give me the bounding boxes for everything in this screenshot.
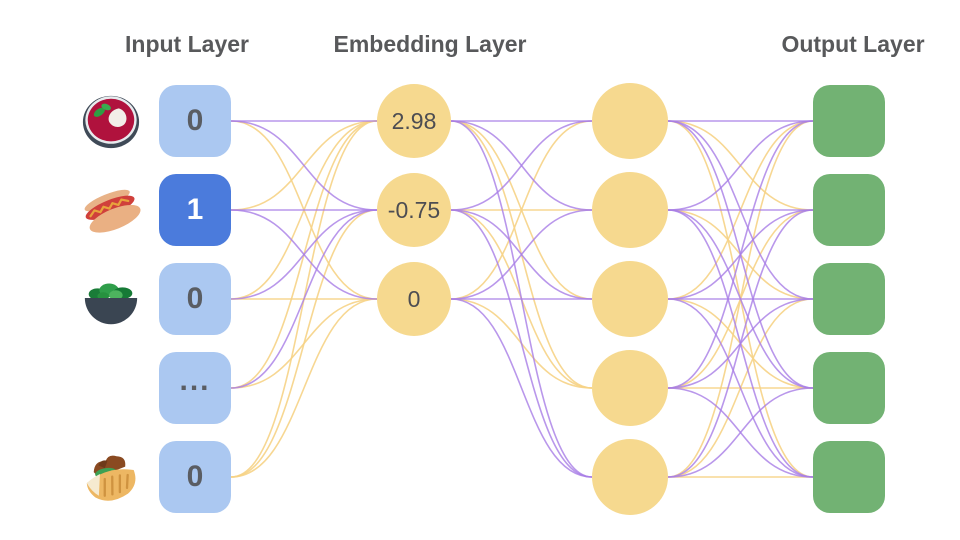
stuffed-flatbread-icon xyxy=(80,446,142,508)
borscht-icon xyxy=(80,90,142,152)
hidden-node-4 xyxy=(592,350,668,426)
input-node-ellipsis: ... xyxy=(159,352,231,424)
embedding-node-value: -0.75 xyxy=(387,196,441,223)
output-layer-title: Output Layer xyxy=(781,31,925,57)
edge xyxy=(450,120,593,300)
edge xyxy=(667,387,814,478)
embedding-node-value: 2.98 xyxy=(391,107,437,134)
input-node-stuffed-flatbread: 0 xyxy=(159,441,231,513)
output-node-3 xyxy=(813,263,885,335)
input-node-salad: 0 xyxy=(159,263,231,335)
output-node-2 xyxy=(813,174,885,246)
edge xyxy=(230,209,378,300)
embedding-node-2: -0.75 xyxy=(377,173,451,247)
edge xyxy=(450,209,593,300)
input-node-value: ... xyxy=(179,364,211,397)
hidden-node-5 xyxy=(592,439,668,515)
input-node-value: 0 xyxy=(186,104,204,137)
output-node-5 xyxy=(813,441,885,513)
input-layer-title: Input Layer xyxy=(125,31,249,57)
embedding-node-3: 0 xyxy=(377,262,451,336)
embedding-node-1: 2.98 xyxy=(377,84,451,158)
edge xyxy=(667,120,814,389)
input-node-borscht: 0 xyxy=(159,85,231,157)
edge xyxy=(450,209,593,478)
hidden-node-1 xyxy=(592,83,668,159)
output-node-4 xyxy=(813,352,885,424)
input-node-value: 1 xyxy=(186,193,204,226)
edge xyxy=(230,298,378,478)
embedding-node-value: 0 xyxy=(407,285,421,312)
edge xyxy=(450,120,593,211)
edge xyxy=(667,120,814,211)
hidden-node-2 xyxy=(592,172,668,248)
edge xyxy=(230,209,378,478)
embedding-layer-title: Embedding Layer xyxy=(333,31,527,57)
input-node-hot-dog: 1 xyxy=(159,174,231,246)
input-node-value: 0 xyxy=(186,282,204,315)
input-node-value: 0 xyxy=(186,460,204,493)
hidden-node-3 xyxy=(592,261,668,337)
edge xyxy=(450,298,593,478)
hot-dog-icon xyxy=(80,179,142,241)
salad-icon xyxy=(80,268,142,330)
edge xyxy=(230,120,378,211)
output-node-1 xyxy=(813,85,885,157)
edge xyxy=(667,209,814,478)
edge xyxy=(230,209,378,389)
edge xyxy=(667,298,814,478)
